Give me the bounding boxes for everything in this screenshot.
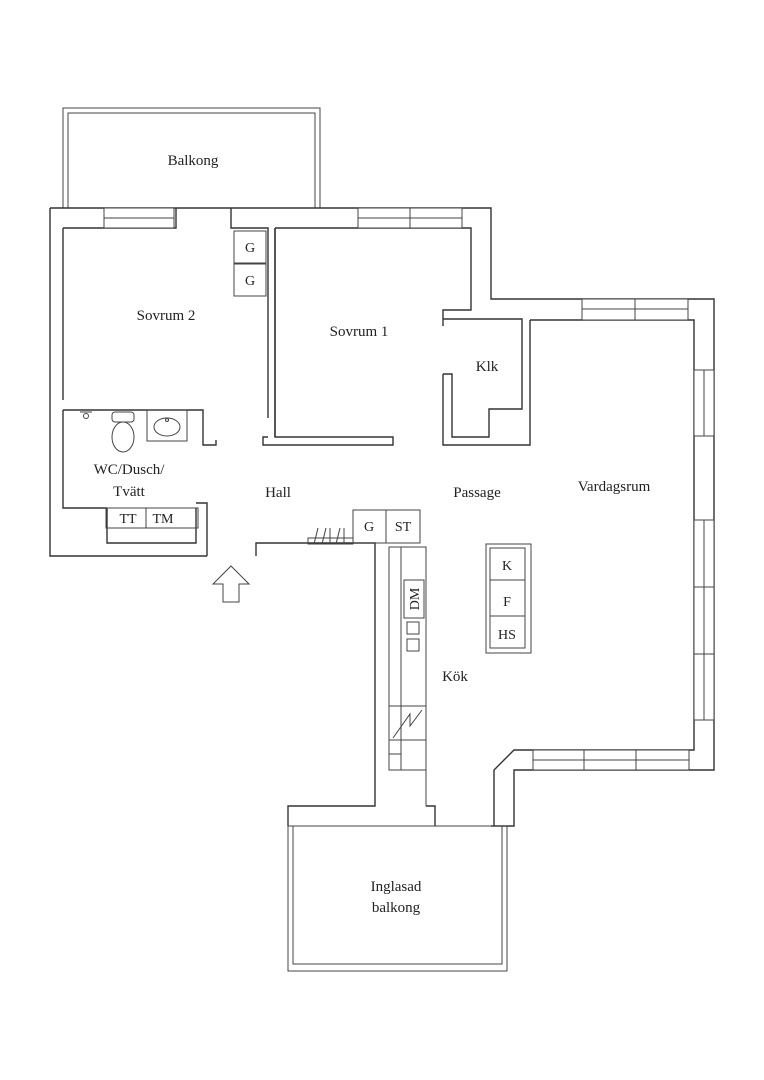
room-label-klk: Klk bbox=[476, 359, 499, 375]
toilet-icon bbox=[111, 421, 135, 453]
storage-st bbox=[385, 509, 421, 544]
room-label-balkong: Balkong bbox=[168, 153, 219, 169]
room-label-passage: Passage bbox=[453, 485, 501, 501]
room-label-sovrum-2: Sovrum 2 bbox=[137, 308, 196, 324]
sovrum2-walls bbox=[62, 208, 269, 418]
klk-walls bbox=[442, 318, 531, 446]
wc-fixtures bbox=[80, 409, 199, 529]
wardrobe-2 bbox=[233, 263, 267, 297]
room-label-kok: Kök bbox=[442, 669, 468, 685]
wardrobe-1 bbox=[233, 230, 267, 264]
room-label-inglasad-line2: balkong bbox=[372, 900, 421, 916]
fixture-label-g-hall: G bbox=[364, 520, 374, 535]
fixture-label-g-2: G bbox=[245, 274, 255, 289]
room-label-vardagsrum: Vardagsrum bbox=[578, 479, 651, 495]
windows bbox=[103, 207, 715, 771]
room-label-hall: Hall bbox=[265, 485, 291, 501]
fixture-label-st: ST bbox=[395, 520, 412, 535]
entrance-arrow-icon bbox=[211, 565, 251, 603]
room-label-sovrum-1: Sovrum 1 bbox=[330, 324, 389, 340]
room-label-wc-line2: Tvätt bbox=[113, 484, 145, 500]
glazed-balcony bbox=[287, 825, 508, 972]
hall-rack bbox=[307, 527, 354, 545]
room-label-wc-line1: WC/Dusch/ bbox=[94, 462, 166, 478]
fixture-label-tt: TT bbox=[119, 512, 137, 527]
fixture-label-dm: DM bbox=[408, 587, 423, 610]
hall-storage bbox=[352, 509, 421, 544]
fixture-label-f: F bbox=[503, 595, 511, 610]
kitchen-counter bbox=[388, 546, 427, 806]
room-label-inglasad-line1: Inglasad bbox=[371, 879, 422, 895]
fixture-label-g-1: G bbox=[245, 241, 255, 256]
stove-icon bbox=[392, 709, 423, 739]
appliance-column bbox=[485, 543, 532, 654]
fixture-label-k: K bbox=[502, 559, 512, 574]
fixture-label-hs: HS bbox=[498, 628, 516, 643]
sovrum2-wardrobes bbox=[233, 230, 267, 297]
fixture-label-tm: TM bbox=[153, 512, 175, 527]
wc-walls bbox=[62, 409, 217, 556]
shower-icon bbox=[83, 413, 89, 419]
